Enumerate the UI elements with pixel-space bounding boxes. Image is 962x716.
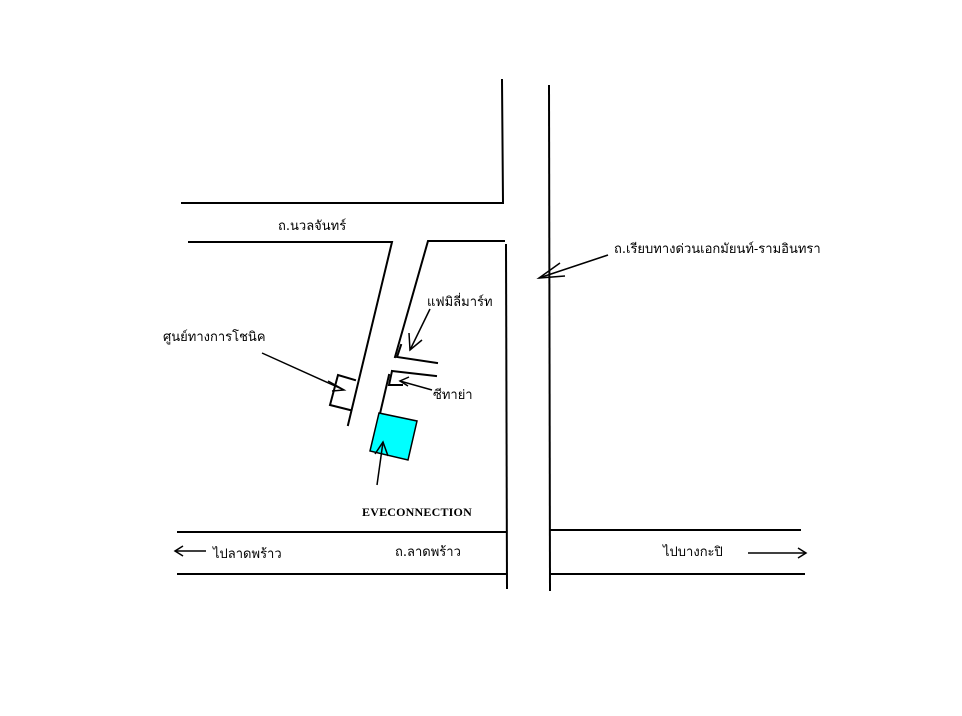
nawaljan-road-lower-edge <box>188 241 394 427</box>
eveconnection-building <box>369 412 418 461</box>
eveconnection-label: EVECONNECTION <box>362 505 472 519</box>
to-lat-phrao-arrow <box>173 545 206 557</box>
tech-center-building <box>328 373 357 412</box>
to-bang-kapi-arrow <box>748 547 808 559</box>
to-bang-kapi-label: ไปบางกะปิ <box>663 545 723 560</box>
lat-phrao-road-label: ถ.ลาดพร้าว <box>395 545 461 560</box>
shop-label: ซีทาย่า <box>433 388 473 403</box>
shop-pointer-arrow <box>398 376 433 391</box>
family-mart-pointer-arrow <box>408 308 431 352</box>
to-lat-phrao-label: ไปลาดพร้าว <box>213 547 282 562</box>
family-mart-label: แฟมิลี่มาร์ท <box>427 295 493 310</box>
expressway-road-label: ถ.เรียบทางด่วนเอกมัยนท์-รามอินทรา <box>614 242 821 257</box>
nawaljan-road-label: ถ.นวลจันทร์ <box>278 219 347 234</box>
eveconnection-pointer-arrow <box>374 440 389 486</box>
shop-building <box>390 369 438 378</box>
family-mart-building <box>395 343 439 365</box>
expressway-pointer-arrow <box>536 254 609 279</box>
shop-building-notch <box>387 369 403 386</box>
tech-center-label: ศูนย์ทางการโชนิค <box>163 330 266 345</box>
expressway-road-line <box>547 84 552 592</box>
block-east-edge <box>504 243 509 590</box>
soi-right-edge <box>393 240 505 359</box>
nawaljan-road-upper-edge <box>181 78 505 204</box>
tech-center-pointer-arrow <box>261 352 347 392</box>
